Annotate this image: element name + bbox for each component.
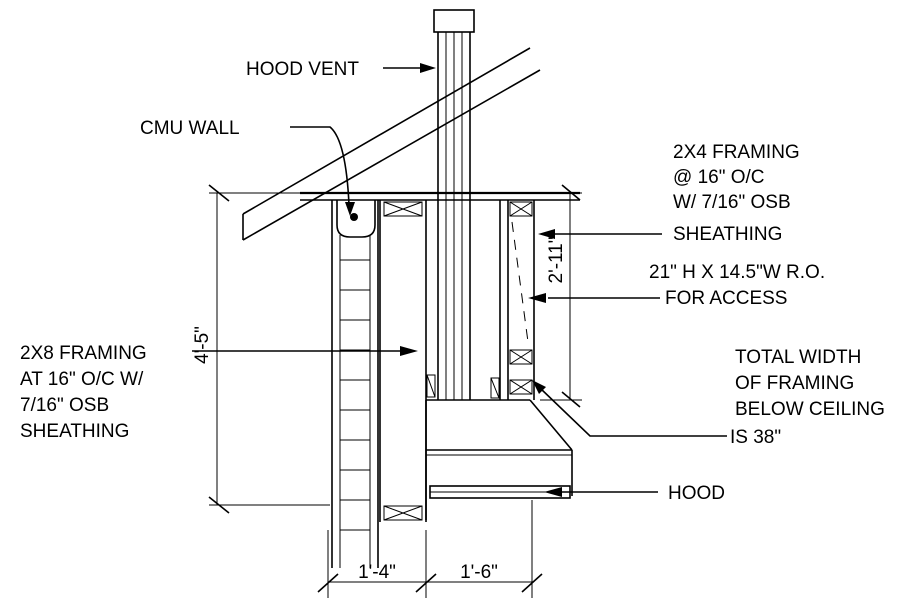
svg-text:AT 16" O/C W/: AT 16" O/C W/ (20, 369, 144, 390)
framing-2x8 (379, 200, 436, 522)
dimension-widths-bottom (317, 500, 543, 598)
leader-2x8-framing (192, 346, 418, 356)
dimension-text-height-left: 4'-5" (192, 326, 213, 364)
framing-2x4-label: 2X4 FRAMING @ 16" O/C W/ 7/16" OSB SHEAT… (673, 142, 800, 245)
svg-text:TOTAL WIDTH: TOTAL WIDTH (735, 347, 861, 368)
svg-text:@ 16" O/C: @ 16" O/C (673, 167, 765, 188)
range-hood (425, 399, 573, 520)
cmu-wall (331, 200, 379, 568)
svg-text:SHEATHING: SHEATHING (673, 224, 782, 245)
dimension-text-width-left: 1'-4" (358, 562, 396, 583)
leader-rough-opening (528, 293, 660, 303)
leader-hood-vent (383, 63, 436, 73)
svg-text:W/ 7/16" OSB: W/ 7/16" OSB (673, 192, 791, 213)
hood-vent-label: HOOD VENT (246, 59, 359, 80)
cmu-wall-label: CMU WALL (140, 118, 240, 139)
dimension-height-left (208, 184, 330, 514)
access-opening-panel (511, 221, 529, 343)
rough-opening-label: 21" H X 14.5"W R.O. FOR ACCESS (649, 262, 825, 309)
svg-text:BELOW CEILING: BELOW CEILING (735, 399, 885, 420)
leader-cmu-wall (290, 126, 355, 216)
svg-text:OF FRAMING: OF FRAMING (735, 373, 854, 394)
total-width-label: TOTAL WIDTH OF FRAMING BELOW CEILING IS … (730, 347, 885, 448)
dimension-text-width-right: 1'-6" (460, 562, 498, 583)
dimension-height-right (540, 184, 582, 408)
svg-text:SHEATHING: SHEATHING (20, 421, 129, 442)
svg-text:7/16" OSB: 7/16" OSB (20, 395, 109, 416)
dimension-text-height-right: 2'-11" (546, 237, 567, 284)
framing-2x4 (490, 200, 535, 400)
roof-slope (242, 47, 541, 241)
leader-hood (544, 487, 658, 497)
svg-text:2X8 FRAMING: 2X8 FRAMING (20, 343, 147, 364)
svg-text:21" H X 14.5"W R.O.: 21" H X 14.5"W R.O. (649, 262, 825, 283)
svg-text:FOR ACCESS: FOR ACCESS (665, 288, 787, 309)
leader-2x4-framing (538, 229, 662, 239)
ceiling-line (300, 191, 580, 201)
hood-label: HOOD (668, 483, 725, 504)
svg-text:2X4 FRAMING: 2X4 FRAMING (673, 142, 800, 163)
svg-text:IS 38": IS 38" (730, 427, 781, 448)
framing-2x8-label: 2X8 FRAMING AT 16" O/C W/ 7/16" OSB SHEA… (20, 343, 147, 442)
hood-vent-pipe (433, 9, 475, 400)
leader-total-width (532, 380, 727, 437)
